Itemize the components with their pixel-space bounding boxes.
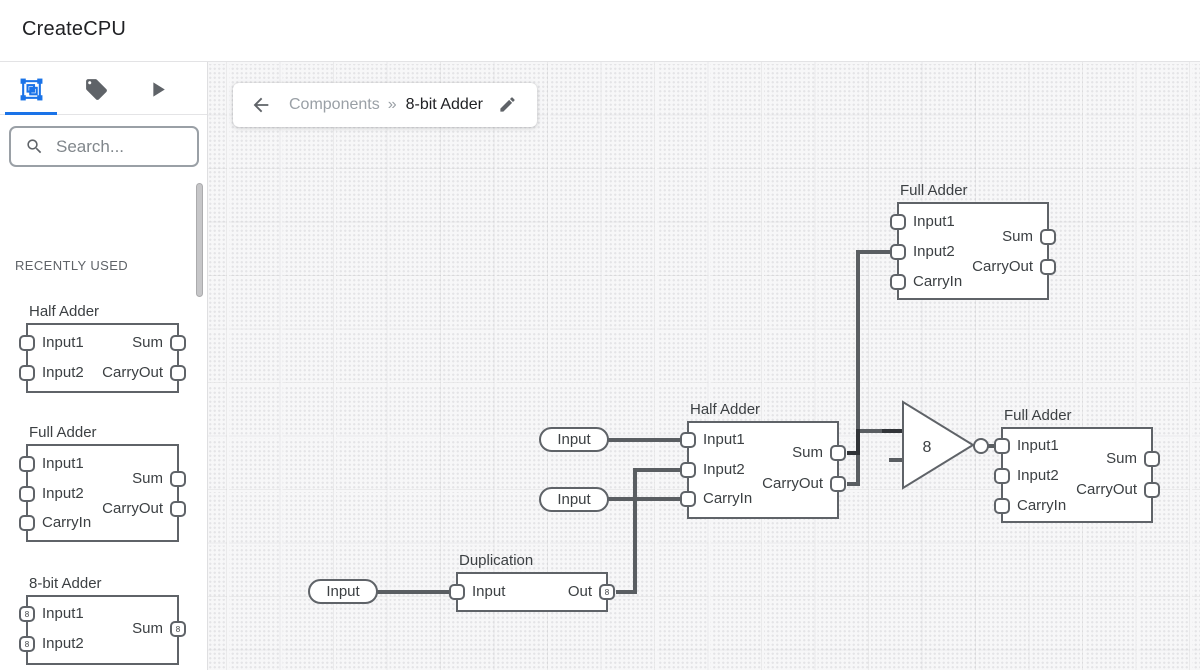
sidebar-component-full-adder[interactable]: Full Adder Input1 Input2 CarryIn Sum Car… — [19, 424, 186, 542]
bus-port[interactable]: 8 — [19, 606, 35, 622]
port-input1[interactable] — [994, 438, 1010, 454]
play-icon — [152, 81, 165, 97]
sidebar-scrollbar[interactable] — [196, 183, 203, 297]
node-half-adder[interactable]: Half Adder Input1 Input2 CarryIn Sum Car… — [680, 401, 846, 519]
components-select-icon — [20, 78, 42, 100]
port-input[interactable] — [449, 584, 465, 600]
breadcrumb-current: 8-bit Adder — [405, 96, 484, 113]
port[interactable] — [19, 335, 35, 351]
selected-tab-underline — [5, 112, 57, 115]
bus-tap-output-bubble[interactable] — [973, 438, 989, 454]
tab-components[interactable] — [17, 75, 45, 103]
port-input1[interactable] — [680, 432, 696, 448]
port[interactable] — [19, 486, 35, 502]
tag-icon — [85, 78, 107, 100]
bus-tap-node[interactable]: 8 — [902, 400, 989, 490]
sidebar-component-half-adder[interactable]: Half Adder Input1 Input2 Sum CarryOut — [19, 303, 186, 393]
circuit-canvas[interactable]: 8 Components » 8-bit Adder Full Adder — [208, 62, 1200, 670]
arrow-back-icon — [253, 97, 269, 113]
search-input[interactable] — [56, 136, 176, 157]
port-sum[interactable] — [830, 445, 846, 461]
node-full-adder-right[interactable]: Full Adder Input1 Input2 CarryIn Sum Car… — [994, 407, 1160, 523]
rename-button[interactable] — [497, 95, 517, 115]
port-sum[interactable] — [1144, 451, 1160, 467]
port-input1[interactable] — [890, 214, 906, 230]
port-carryin[interactable] — [890, 274, 906, 290]
sidebar-component-8bit-adder[interactable]: 8-bit Adder 8 Input1 8 Input2 8 Sum — [19, 575, 186, 665]
port[interactable] — [19, 365, 35, 381]
port-carryout[interactable] — [1144, 482, 1160, 498]
node-full-adder-top[interactable]: Full Adder Input1 Input2 CarryIn Sum Car… — [890, 182, 1056, 300]
bus-port[interactable]: 8 — [19, 636, 35, 652]
tab-tags[interactable] — [82, 75, 110, 103]
sidebar-tab-bar — [0, 62, 207, 115]
node-duplication[interactable]: Duplication Input 8 Out — [449, 552, 615, 612]
port-input2[interactable] — [890, 244, 906, 260]
edit-pencil-icon — [499, 97, 515, 112]
input-pin-node[interactable]: Input — [539, 487, 609, 512]
wire-layer: 8 — [373, 250, 995, 594]
search-box[interactable] — [9, 126, 199, 167]
port-carryin[interactable] — [994, 498, 1010, 514]
port-input2[interactable] — [994, 468, 1010, 484]
tab-run[interactable] — [143, 75, 171, 103]
port[interactable] — [170, 471, 186, 487]
bus-tap-width-label: 8 — [923, 439, 932, 456]
port-carryout[interactable] — [1040, 259, 1056, 275]
input-pin-node[interactable]: Input — [539, 427, 609, 452]
port-sum[interactable] — [1040, 229, 1056, 245]
input-pin-node[interactable]: Input — [308, 579, 378, 604]
port-input2[interactable] — [680, 462, 696, 478]
bus-tap-triangle[interactable] — [902, 400, 975, 490]
port[interactable] — [19, 515, 35, 531]
wire-duplication-to-halfadder-input2 — [616, 468, 685, 594]
port[interactable] — [170, 501, 186, 517]
bus-port-out[interactable]: 8 — [599, 584, 615, 600]
breadcrumb-separator: » — [387, 96, 397, 113]
bus-port[interactable]: 8 — [170, 621, 186, 637]
search-icon — [27, 139, 42, 154]
port[interactable] — [170, 335, 186, 351]
port[interactable] — [19, 456, 35, 472]
sidebar: RECENTLY USED Half Adder Input1 Input2 S… — [0, 62, 208, 670]
section-recently-used: RECENTLY USED — [15, 258, 129, 273]
app-title: CreateCPU — [22, 18, 127, 40]
port-carryout[interactable] — [830, 476, 846, 492]
back-button[interactable] — [250, 94, 272, 116]
port-carryin[interactable] — [680, 491, 696, 507]
port[interactable] — [170, 365, 186, 381]
app-header: CreateCPU — [0, 0, 1200, 62]
breadcrumb-parent[interactable]: Components — [289, 96, 380, 113]
breadcrumb: Components » 8-bit Adder — [233, 83, 537, 127]
